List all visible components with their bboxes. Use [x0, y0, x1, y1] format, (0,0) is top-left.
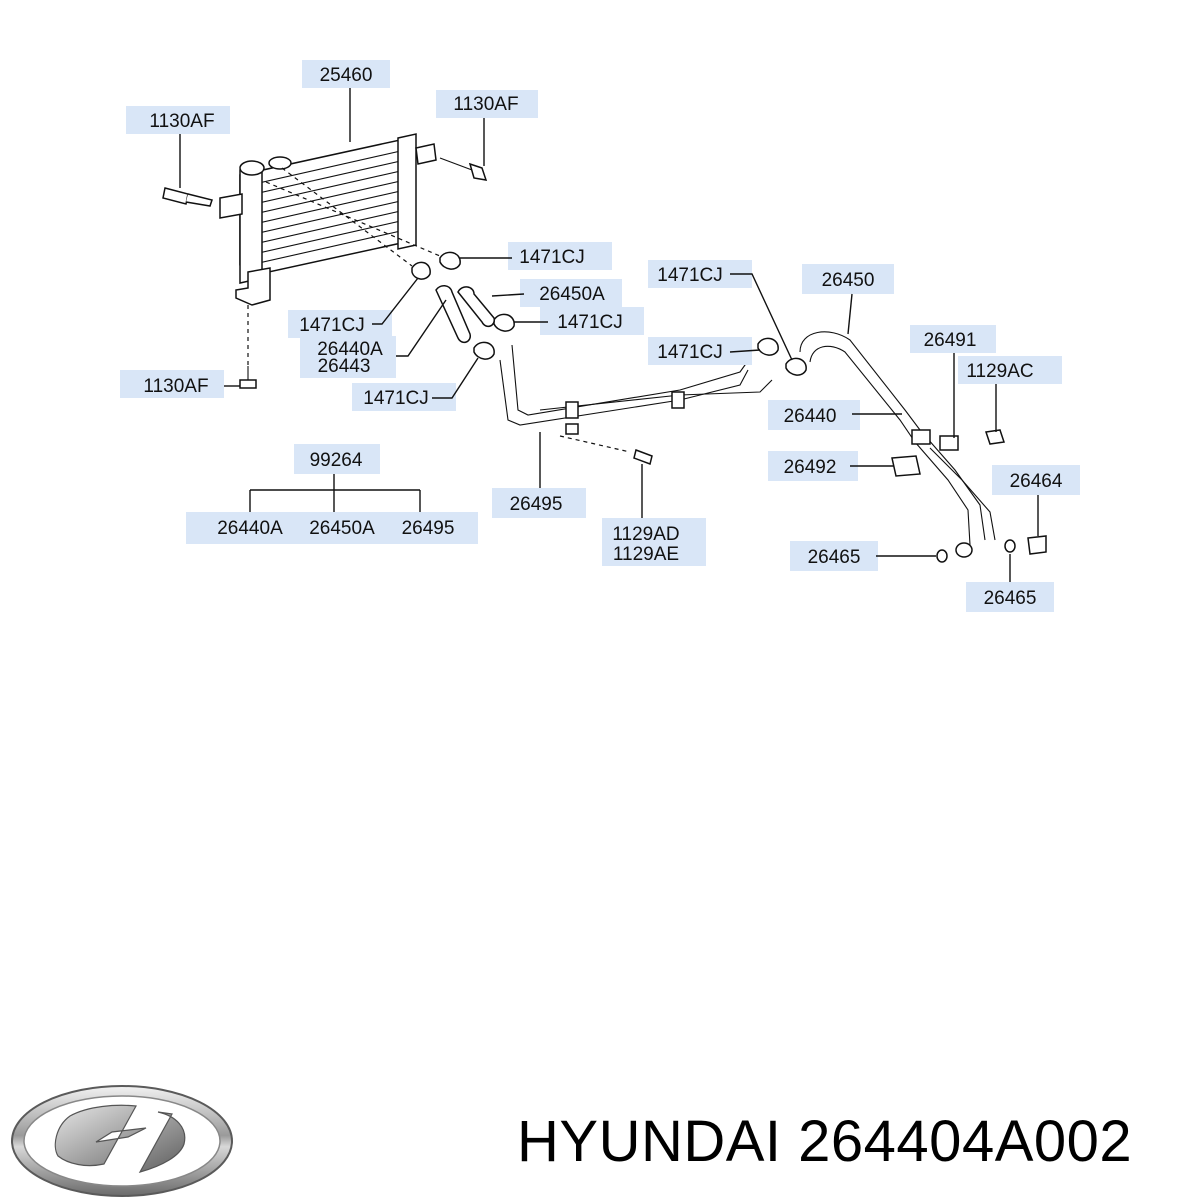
label-26440a-box [300, 336, 396, 378]
label-26464: 26464 [1010, 471, 1063, 492]
brand-part-title: HYUNDAI 264404A002 [517, 1108, 1132, 1175]
label-1471cj-low-box [352, 383, 456, 411]
label-26443: 26443 [318, 356, 371, 377]
label-1471cj-mid-box [540, 307, 644, 335]
label-1471cj-right-mid: 1471CJ [657, 342, 723, 363]
label-1129ae: 1129AE [613, 544, 679, 565]
clamp-icon [411, 251, 515, 360]
label-26465-bottom: 26465 [984, 588, 1037, 609]
label-1471cj-upper: 1471CJ [519, 247, 585, 268]
label-1471cj-left: 1471CJ [299, 315, 365, 336]
cooler-hose-drawing [799, 331, 1047, 563]
label-26495-box [492, 488, 586, 518]
label-25460: 25460 [320, 65, 373, 86]
label-99264: 99264 [310, 450, 363, 471]
label-1130af-bottom: 1130AF [143, 376, 208, 397]
label-1129ac-box [958, 356, 1062, 384]
kit-item-26495: 26495 [402, 518, 455, 539]
oil-cooler-drawing [219, 133, 437, 306]
label-26492-box [768, 451, 858, 481]
label-26464-box [992, 465, 1080, 495]
label-1471cj-mid: 1471CJ [557, 312, 623, 333]
label-1130af-top-right-box [436, 90, 538, 118]
bolt-icon-bottom [239, 366, 257, 389]
label-1471cj-upper-box [508, 242, 612, 270]
kit-item-26450a: 26450A [309, 518, 375, 539]
hose-short-drawing [435, 285, 495, 344]
label-25460-box [302, 60, 390, 88]
label-26440: 26440 [784, 406, 837, 427]
label-1471cj-right-top: 1471CJ [657, 265, 723, 286]
label-99264-box [294, 444, 380, 474]
label-26450a: 26450A [539, 284, 605, 305]
label-26465-left-box [790, 541, 878, 571]
label-1130af-top-left: 1130AF [149, 111, 214, 132]
bolt-icon-top-right [439, 157, 488, 181]
oil-tube-drawing [499, 344, 773, 465]
kit-item-26440a: 26440A [217, 518, 283, 539]
label-26440-box [768, 400, 860, 430]
label-26450: 26450 [822, 270, 875, 291]
label-26495: 26495 [510, 494, 563, 515]
label-1129ac: 1129AC [966, 361, 1033, 382]
label-26465-left: 26465 [808, 547, 861, 568]
brand-name: HYUNDAI [517, 1109, 782, 1174]
label-1129ad: 1129AD [612, 524, 679, 545]
label-1130af-top-left-box [126, 106, 230, 134]
label-1130af-bottom-box [120, 370, 224, 398]
label-26440a: 26440A [317, 339, 383, 360]
label-26465-bottom-box [966, 582, 1054, 612]
part-number: 264404A002 [798, 1109, 1133, 1174]
bolt-icon [162, 187, 213, 207]
label-26492: 26492 [784, 457, 837, 478]
label-1471cj-low: 1471CJ [363, 388, 429, 409]
label-1130af-top-right: 1130AF [453, 94, 518, 115]
label-1129ad-box [602, 518, 706, 566]
label-26450a-box [520, 279, 622, 307]
clamp-icon-right [757, 337, 807, 376]
hyundai-logo-icon [11, 1085, 233, 1197]
label-26491-box [910, 325, 996, 353]
label-26450-box [802, 264, 894, 294]
kit-items-box [186, 512, 478, 544]
label-26491: 26491 [924, 330, 977, 351]
